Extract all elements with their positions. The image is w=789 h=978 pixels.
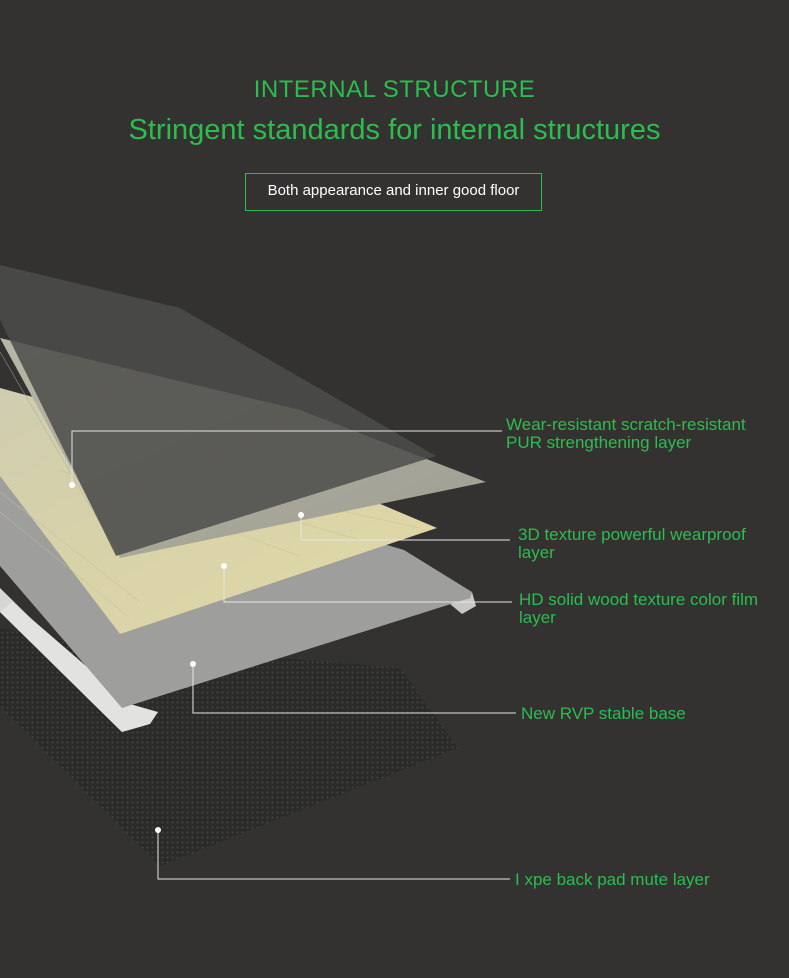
layer-label-film-line1: HD solid wood texture color film bbox=[519, 590, 759, 609]
layer-label-pad: I xpe back pad mute layer bbox=[515, 871, 710, 889]
leader-dot-texture bbox=[298, 512, 304, 518]
layer-label-pur-line1: Wear-resistant scratch-resistant bbox=[506, 415, 746, 434]
layer-label-pur-line2: PUR strengthening layer bbox=[506, 433, 692, 452]
tagline-badge: Both appearance and inner good floor bbox=[245, 173, 542, 211]
layer-label-texture-line2: layer bbox=[518, 543, 555, 562]
section-subtitle: Stringent standards for internal structu… bbox=[128, 114, 661, 146]
leader-line-pur bbox=[71, 430, 502, 485]
layer-label-texture-line1: 3D texture powerful wearproof bbox=[518, 525, 746, 544]
layer-label-pur: Wear-resistant scratch-resistant PUR str… bbox=[506, 416, 746, 452]
leader-dot-pad bbox=[155, 827, 161, 833]
leader-line-pad bbox=[157, 830, 510, 880]
leader-dot-film bbox=[221, 563, 227, 569]
layer-label-pad-line1: I xpe back pad mute layer bbox=[515, 870, 710, 889]
layer-label-film: HD solid wood texture color film layer bbox=[519, 591, 758, 627]
section-title: INTERNAL STRUCTURE bbox=[253, 76, 536, 103]
leader-dots bbox=[69, 482, 304, 833]
leader-lines bbox=[71, 430, 516, 880]
leader-line-film bbox=[223, 566, 512, 603]
rvp-base-end bbox=[450, 592, 476, 614]
layer-label-texture: 3D texture powerful wearproof layer bbox=[518, 526, 746, 562]
pur-strengthening-layer bbox=[0, 265, 436, 556]
leader-dot-pur bbox=[69, 482, 75, 488]
layer-label-rvp-line1: New RVP stable base bbox=[521, 704, 686, 723]
leader-line-texture bbox=[300, 515, 510, 541]
layer-label-film-line2: layer bbox=[519, 608, 556, 627]
leader-line-rvp bbox=[192, 664, 516, 714]
layer-label-rvp: New RVP stable base bbox=[521, 705, 686, 723]
leader-dot-rvp bbox=[190, 661, 196, 667]
